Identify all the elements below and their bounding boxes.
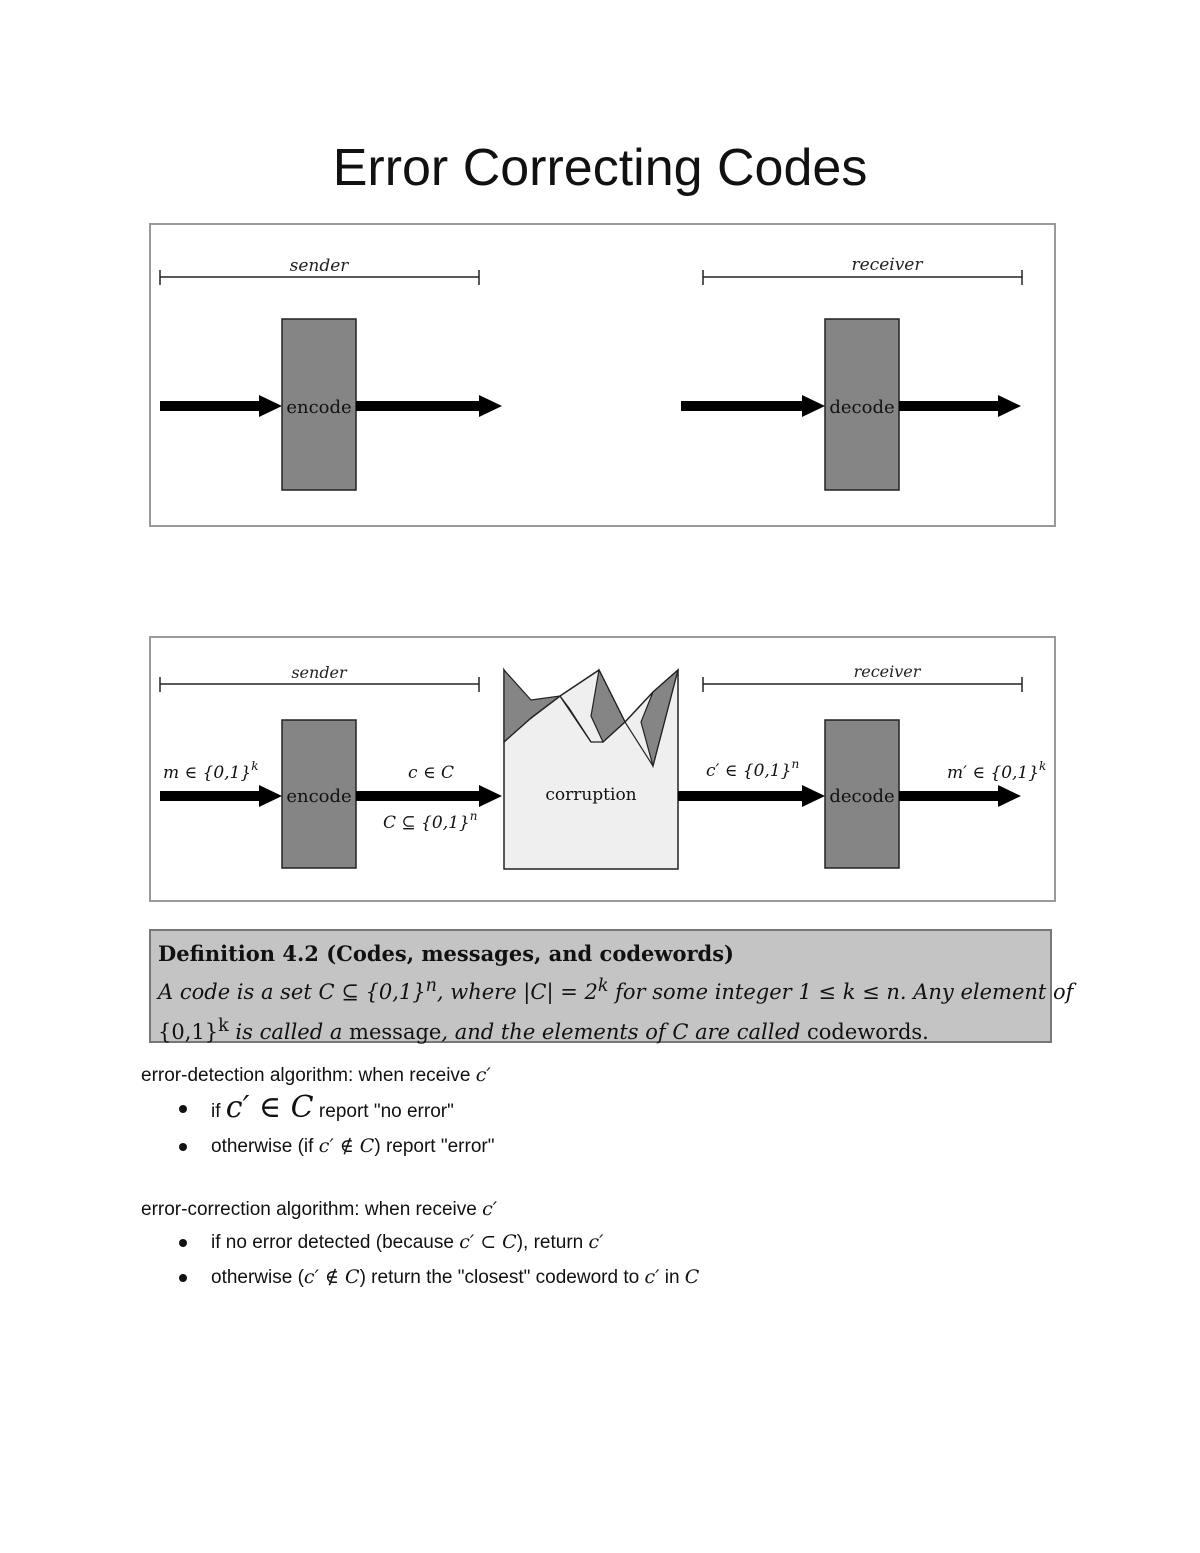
received-word-label: c′ ∈ {0,1}n	[706, 757, 799, 781]
definition-line-2: {0,1}k is called a message, and the elem…	[158, 1016, 929, 1044]
arrow-into-encode	[160, 395, 282, 417]
list-item: otherwise (c′ ∉ C) return the "closest" …	[179, 1260, 1101, 1295]
arrow-out-of-encode	[356, 395, 502, 417]
message-in-label: m ∈ {0,1}k	[163, 759, 258, 783]
list-item: if no error detected (because c′ ⊂ C), r…	[179, 1225, 1101, 1260]
sender-label: sender	[291, 663, 348, 682]
figure-channel-with-corruption: sender receiver m ∈ {0,1}k encode c ∈ C …	[149, 636, 1056, 902]
encode-label: encode	[286, 786, 351, 807]
arrow-out-of-decode	[899, 395, 1021, 417]
detection-heading: error-detection algorithm: when receive …	[141, 1064, 491, 1086]
list-item: if c′ ∈ C report "no error"	[179, 1091, 1101, 1129]
receiver-label: receiver	[852, 255, 924, 275]
arrow-into-encode	[160, 785, 282, 807]
definition-title: Definition 4.2 (Codes, messages, and cod…	[158, 941, 734, 966]
detection-list: if c′ ∈ C report "no error" otherwise (i…	[141, 1091, 1101, 1164]
encode-label: encode	[286, 397, 351, 418]
figure-sender-receiver: sender receiver encode decode	[149, 223, 1056, 527]
sender-bracket	[159, 677, 480, 692]
codeword-label: c ∈ C	[408, 763, 454, 783]
definition-box: Definition 4.2 (Codes, messages, and cod…	[149, 929, 1074, 1044]
decode-label: decode	[829, 397, 894, 418]
arrow-out-of-decode	[899, 785, 1021, 807]
message-out-label: m′ ∈ {0,1}k	[947, 759, 1046, 783]
algorithm-notes: error-detection algorithm: when receive …	[141, 1060, 1101, 1295]
corruption-block	[503, 667, 680, 870]
receiver-bracket	[702, 270, 1023, 285]
sender-label: sender	[290, 256, 350, 276]
correction-list: if no error detected (because c′ ⊂ C), r…	[141, 1225, 1101, 1295]
page-title: Error Correcting Codes	[332, 139, 868, 197]
term-message: message	[349, 1020, 442, 1044]
term-codewords: codewords	[807, 1020, 923, 1044]
sender-bracket	[159, 270, 480, 285]
arrow-out-of-encode	[356, 785, 502, 807]
arrow-into-decode	[681, 395, 825, 417]
correction-heading: error-correction algorithm: when receive…	[141, 1198, 498, 1220]
receiver-bracket	[702, 677, 1023, 692]
receiver-label: receiver	[854, 662, 922, 681]
arrow-into-decode	[678, 785, 825, 807]
decode-label: decode	[829, 786, 894, 807]
corruption-label: corruption	[545, 785, 636, 805]
encode-box	[281, 719, 357, 869]
definition-line-1: A code is a set C ⊆ {0,1}n, where |C| = …	[158, 976, 1074, 1004]
list-item: otherwise (if c′ ∉ C) report "error"	[179, 1129, 1101, 1164]
encode-box	[281, 318, 357, 491]
code-space-label: C ⊆ {0,1}n	[383, 809, 477, 833]
